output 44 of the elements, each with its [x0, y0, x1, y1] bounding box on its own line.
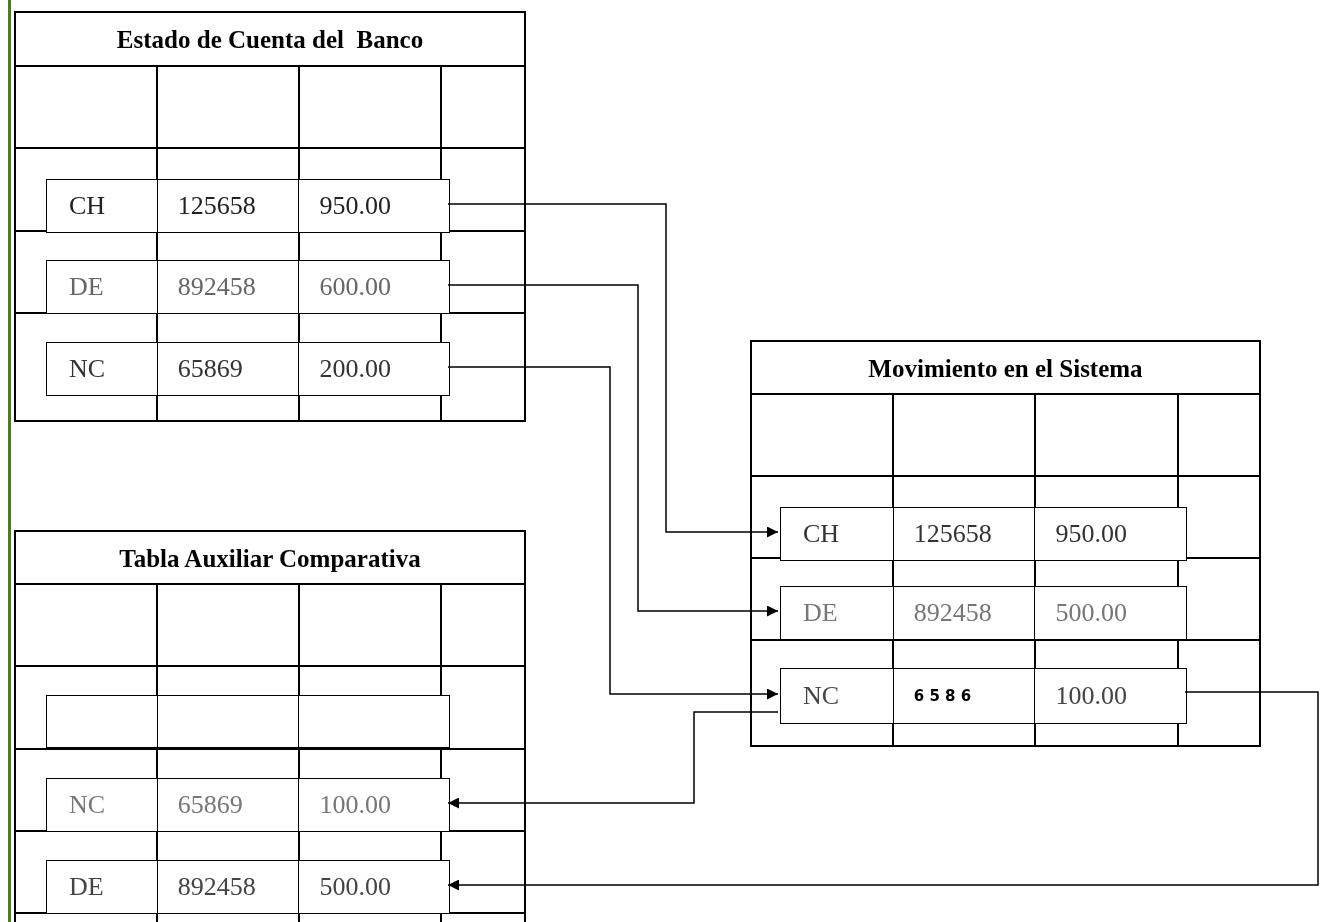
table [14, 11, 526, 422]
table-cell-text: 950.00 [1054, 518, 1128, 550]
table-cell: CH [47, 180, 158, 232]
table-title: Movimiento en el Sistema [868, 353, 1143, 384]
table-cell: NC [47, 779, 158, 831]
empty-table-row [46, 695, 450, 748]
table-cell: DE [47, 261, 158, 313]
table-row [46, 342, 450, 396]
table-cell: NC [47, 343, 158, 395]
table-cell: 6 5 8 6 [893, 669, 1036, 723]
table-cell: 65869 [157, 343, 300, 395]
table-cell: 892458 [893, 587, 1036, 639]
table-cell: DE [47, 861, 158, 913]
table-cell: 65869 [157, 779, 300, 831]
arrow [447, 691, 1319, 891]
table-cell: 892458 [157, 261, 300, 313]
table-row [46, 860, 450, 914]
table-cell-text: 950.00 [318, 190, 392, 222]
table-row [46, 260, 450, 314]
table-cell: CH [781, 508, 894, 560]
arrow [447, 711, 779, 809]
table-row [46, 179, 450, 233]
table [750, 340, 1261, 747]
table-cell-text: 200.00 [318, 353, 392, 385]
table-cell: 125658 [893, 508, 1036, 560]
table-cell-text: 100.00 [318, 789, 392, 821]
table-cell: NC [781, 669, 894, 723]
table-cell-text: 100.00 [1054, 680, 1128, 712]
table-cell-text: 500.00 [318, 871, 392, 903]
table [14, 530, 526, 922]
table-row [780, 586, 1187, 640]
table-row [46, 778, 450, 832]
table-cell-text: 500.00 [1054, 597, 1128, 629]
arrow [447, 203, 779, 538]
table-title: Estado de Cuenta del Banco [116, 25, 424, 56]
arrow [447, 366, 779, 700]
table-cell-text: 600.00 [318, 271, 392, 303]
table-cell: 892458 [157, 861, 300, 913]
arrow [447, 284, 779, 617]
table-cell: DE [781, 587, 894, 639]
table-cell: 125658 [157, 180, 300, 232]
table-row [780, 507, 1187, 561]
table-title: Tabla Auxiliar Comparativa [119, 543, 421, 574]
table-row [780, 668, 1187, 724]
